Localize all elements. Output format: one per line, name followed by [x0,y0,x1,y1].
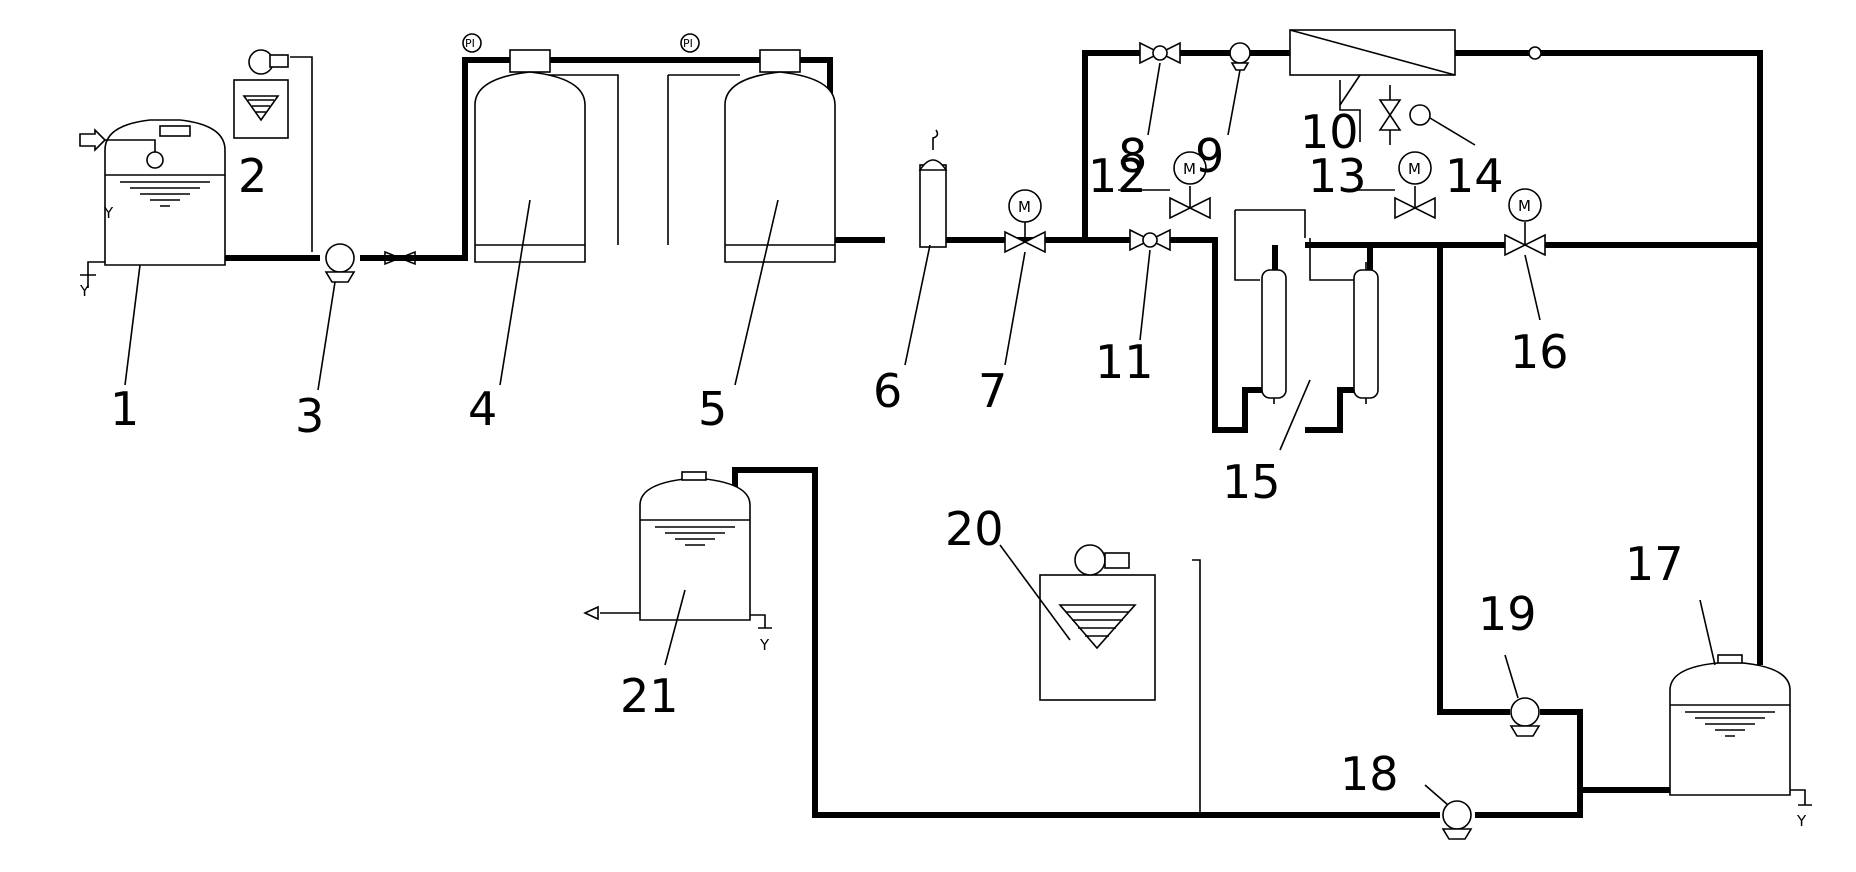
drain-label: Y [79,282,90,300]
pipe-pump18-to-tank21 [732,467,1440,818]
storage-tank-21: Y [583,471,772,654]
label-13: 13 [1308,149,1367,203]
label-7: 7 [978,364,1007,418]
drain-label: Y [759,636,770,654]
label-1: 1 [110,382,139,436]
label-17: 17 [1625,537,1684,591]
motor-label: M [1518,197,1531,215]
valve-11 [1129,228,1171,252]
pipe-pump19-to-tank17 [1540,709,1670,793]
label-2: 2 [238,149,267,203]
valve-8 [1139,41,1181,65]
valve-14 [1378,85,1431,145]
drain-label: Y [1796,812,1807,830]
label-8: 8 [1118,129,1147,183]
pipe-pump3-to-filter4 [360,57,470,261]
pump-19 [1509,697,1541,737]
line-uf-bypass [1235,209,1306,238]
label-19: 19 [1478,587,1537,641]
label-9: 9 [1195,129,1224,183]
pipe-to-valve16 [1540,50,1763,248]
motor-valve-13: M [1394,151,1436,220]
motor-valve-7: M [1004,189,1046,254]
label-10: 10 [1300,105,1359,159]
line-dosing2 [290,56,313,252]
dosing-unit-2 [233,49,289,139]
line-drain10 [1339,80,1361,142]
pipe-valve11-to-uf15 [1170,237,1278,433]
pump-9 [1229,42,1251,71]
svg-text:PI: PI [683,37,693,50]
label-14: 14 [1445,149,1504,203]
label-21: 21 [620,669,679,723]
pressure-indicator-1: PI [462,33,482,53]
line-drain4 [545,74,619,245]
drain-label: Y [103,204,114,222]
product-tank-17: Y [1669,654,1812,830]
label-3: 3 [295,389,324,443]
label-16: 16 [1510,325,1569,379]
label-20: 20 [945,502,1004,556]
filter-tank-4 [474,49,586,263]
label-4: 4 [468,382,497,436]
motor-label: M [1408,160,1421,178]
pipe-tank17-to-pump18 [1475,787,1670,818]
label-12: 12 [1088,149,1147,203]
filter-tank-5 [724,49,836,263]
line-uf-bypass2 [1234,210,1260,281]
feed-tank-1: Y Y [79,119,226,300]
label-11: 11 [1095,335,1154,389]
pump-18 [1441,800,1473,840]
motor-valve-12: M [1169,151,1211,220]
motor-label: M [1183,160,1196,178]
motor-valve-16: M [1504,188,1546,257]
uf-module-15 [1261,262,1379,404]
motor-label: M [1018,198,1031,216]
label-6: 6 [873,364,902,418]
pipe-down-to-pump19 [1437,245,1510,715]
line-uf-right [1309,238,1355,281]
cartridge-filter-6 [918,129,948,248]
pump-3 [324,243,416,283]
flow-indicator-1 [1528,46,1542,60]
label-15: 15 [1222,455,1281,509]
membrane-module-10 [1289,29,1456,76]
line-dosing20 [1192,559,1201,815]
pressure-indicator-2: PI [680,33,700,53]
label-18: 18 [1340,747,1399,801]
svg-text:PI: PI [465,37,475,50]
dosing-unit-20 [1039,544,1156,701]
label-5: 5 [698,382,727,436]
